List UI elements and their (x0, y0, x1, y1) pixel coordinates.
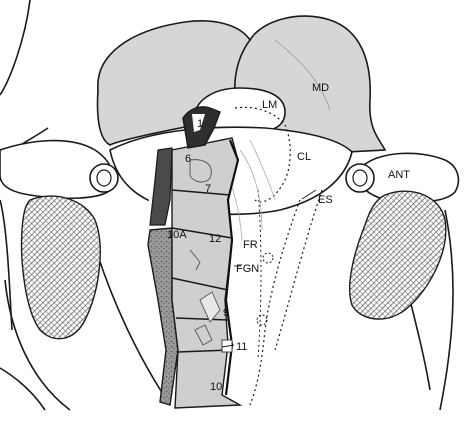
number-10a: 10A (167, 229, 187, 241)
label-fr: FR (243, 239, 258, 251)
number-7: 7 (205, 183, 211, 195)
compound-eye-left (22, 196, 101, 339)
number-1: 1 (197, 118, 203, 130)
label-lm: LM (262, 99, 277, 111)
compound-eye-right (350, 191, 446, 319)
number-6: 6 (185, 153, 191, 165)
number-11: 11 (236, 341, 247, 353)
central-sclerite (148, 107, 240, 408)
label-es: ES (318, 194, 333, 206)
antenna-left (0, 141, 118, 199)
label-fgn: FGN (236, 263, 259, 275)
label-md: MD (312, 82, 329, 94)
number-12: 12 (209, 233, 221, 245)
number-9: 9 (223, 307, 229, 319)
label-ant: ANT (388, 169, 410, 181)
number-10: 10 (210, 381, 222, 393)
label-cl: CL (297, 151, 311, 163)
